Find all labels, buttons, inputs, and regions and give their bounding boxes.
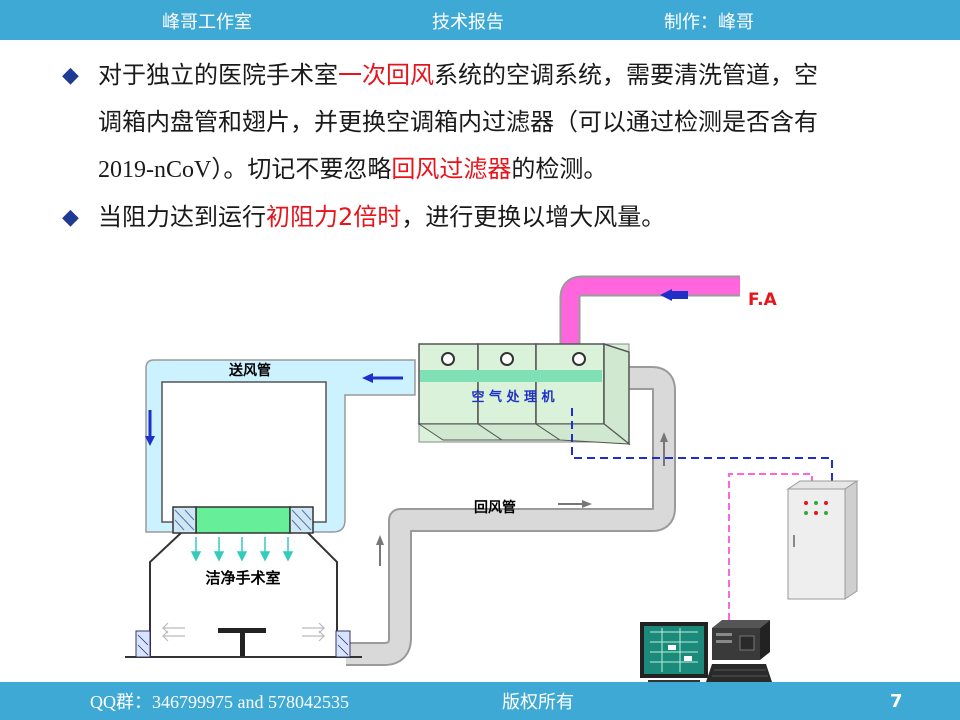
supply-duct-label: 送风管 (228, 362, 271, 379)
header-studio: 峰哥工作室 (162, 12, 252, 33)
keyboard (706, 664, 772, 682)
control-wire-pink (728, 473, 813, 620)
bullet-1-text-a: 对于独立的医院手术室 (98, 61, 338, 89)
return-grille-right (335, 630, 351, 658)
return-up-arrow-icon (376, 535, 384, 566)
outflow-arrows-icon (161, 622, 326, 642)
bullet-1-text-e: 的检测。 (511, 155, 608, 183)
bullet-1: ◆ 对于独立的医院手术室一次回风系统的空调系统，需要清洗管道，空 调箱内盘管和翅… (62, 52, 922, 194)
bullet-list: ◆ 对于独立的医院手术室一次回风系统的空调系统，需要清洗管道，空 调箱内盘管和翅… (62, 52, 922, 241)
bullet-1-text-b: 系统的空调系统，需要清洗管道，空 (434, 61, 818, 89)
header-author: 制作：峰哥 (664, 12, 754, 33)
bullet-1-text-d: ）。切记不要忽略 (211, 155, 392, 183)
fan-icon (500, 352, 514, 366)
return-up-arrow-icon (660, 432, 668, 466)
ahu-label: 空 气 处 理 机 (471, 389, 554, 405)
return-duct-label: 回风管 (474, 499, 516, 516)
fresh-air-arrow-icon (660, 289, 688, 301)
hepa-filter (195, 506, 291, 534)
computer-case (712, 620, 770, 660)
air-handling-unit (417, 342, 631, 446)
footer-copyright: 版权所有 (502, 692, 574, 713)
control-cabinet (786, 480, 859, 600)
footer-qq-groups: QQ群：346799975 and 578042535 (90, 692, 349, 712)
fan-icon (572, 352, 586, 366)
computer-monitor (640, 622, 708, 683)
supply-duct-inner (161, 381, 327, 523)
return-right-arrow-icon (558, 500, 592, 508)
bullet-1-virus-name: 2019-nCoV (98, 157, 212, 183)
operating-room-label: 洁净手术室 (205, 569, 280, 587)
supply-left-arrow-icon (362, 373, 403, 383)
fan-icon (441, 352, 455, 366)
diamond-bullet-icon: ◆ (62, 63, 79, 88)
header-title: 技术报告 (432, 12, 504, 33)
bullet-1-highlight-b: 回风过滤器 (391, 155, 512, 183)
bullet-1-highlight-a: 一次回风 (338, 61, 434, 89)
diamond-bullet-icon: ◆ (62, 205, 79, 230)
return-grille-left (135, 630, 151, 658)
ahu-coil (420, 370, 602, 382)
supply-down-arrow-icon (145, 410, 155, 446)
bullet-1-text-c: 调箱内盘管和翅片，并更换空调箱内过滤器（可以通过检测是否含有 (98, 108, 818, 136)
bullet-2-text-b: ，进行更换以增大风量。 (401, 203, 666, 231)
operating-table (218, 628, 266, 656)
bullet-2: ◆ 当阻力达到运行初阻力2倍时，进行更换以增大风量。 (62, 194, 922, 241)
header-bar: 峰哥工作室 技术报告 制作：峰哥 (0, 0, 960, 40)
bullet-2-text-a: 当阻力达到运行 (98, 203, 266, 231)
laminar-flow-arrows-icon (190, 537, 294, 562)
page-number: 7 (890, 691, 903, 712)
bullet-2-highlight: 初阻力2倍时 (266, 203, 402, 231)
footer-bar: QQ群：346799975 and 578042535 版权所有 7 (0, 682, 960, 720)
fresh-air-label: F.A (748, 290, 778, 310)
